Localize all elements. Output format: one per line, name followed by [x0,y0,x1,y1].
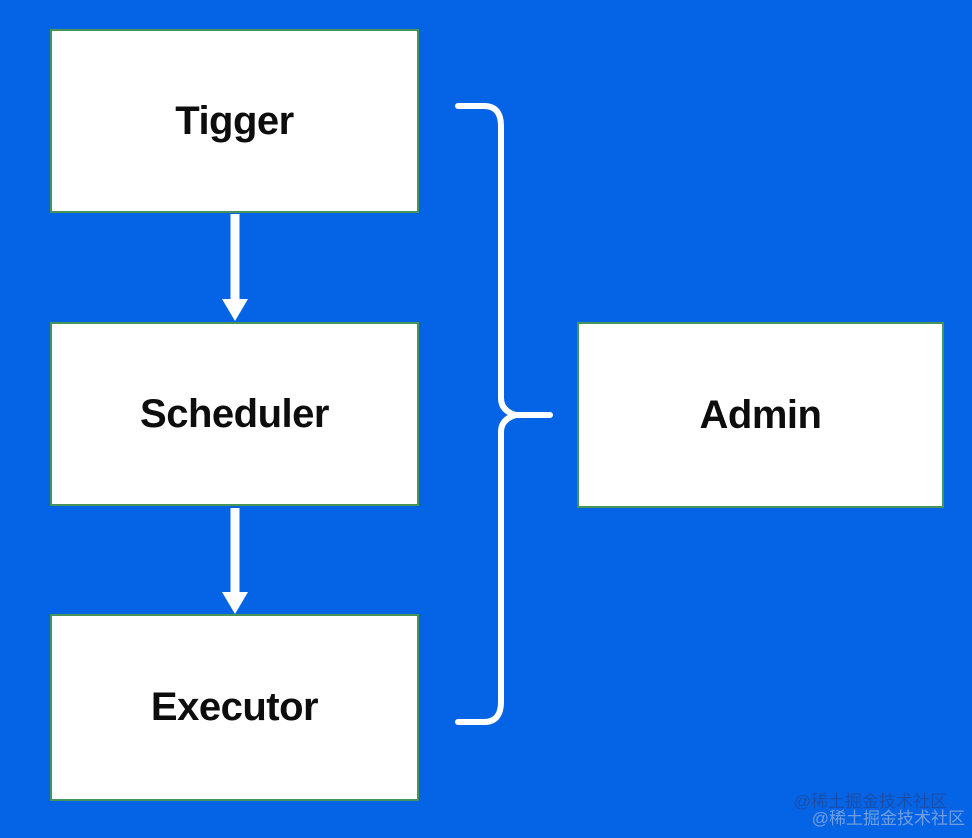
node-tigger-label: Tigger [175,98,294,143]
node-scheduler: Scheduler [50,322,419,506]
watermark-line-2: @稀土掘金技术社区 [811,809,965,828]
node-scheduler-label: Scheduler [140,391,329,436]
arrow-scheduler-to-executor [222,508,248,614]
arrow-tigger-to-scheduler [222,214,248,321]
watermark-line-1: @稀土掘金技术社区 [793,792,947,811]
node-tigger: Tigger [50,29,419,213]
node-executor-label: Executor [150,685,319,729]
node-admin: Admin [577,322,944,508]
node-admin-label: Admin [699,392,822,437]
brace-to-admin [455,103,553,725]
node-executor: Executor [50,614,419,801]
